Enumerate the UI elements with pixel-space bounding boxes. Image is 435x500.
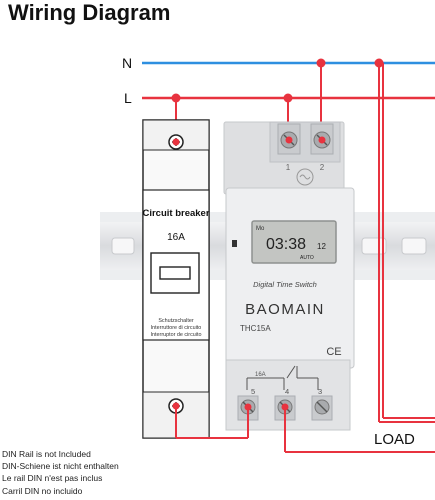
neutral-label: N [122,55,132,71]
lcd-display [251,220,337,264]
relay-schematic [246,365,319,390]
ce-mark: CE [326,346,341,358]
digital-time-switch: 1 2 Mo 03:38 12 AUTO Digital Time Switch… [223,121,355,431]
neutral-line [142,61,435,422]
timer-model: THC15A [240,324,271,333]
terminal-5-label: 5 [251,387,255,396]
note-es: Carril DIN no incluido [2,485,83,496]
breaker-switch [150,252,200,294]
brand-logo: BAOMAIN [245,301,325,318]
live-label: L [124,90,132,106]
breaker-label-es: Interruptor de circuito [151,332,202,338]
terminal-4-label: 4 [285,387,289,396]
breaker-label-it: Interruttore di circuito [151,325,202,331]
terminal-3-label: 3 [318,387,322,396]
breaker-heading: Circuit breaker [142,208,209,219]
terminal-2-label: 2 [320,163,325,172]
set-button[interactable] [232,240,237,247]
rail-notes: DIN Rail is not Included DIN-Schiene ist… [2,448,119,497]
breaker-label-de: Schutzschalter [158,318,194,324]
circuit-breaker: Circuit breaker 16A Schutzschalter Inter… [142,119,210,439]
note-de: DIN-Schiene ist nicht enthalten [2,461,119,472]
lcd-seconds: 12 [317,242,326,251]
breaker-rating: 16A [167,232,185,243]
note-en: DIN Rail is not Included [2,449,91,459]
load-wiring [175,406,435,453]
note-fr: Le rail DIN n'est pas inclus [2,473,103,484]
relay-rating: 16A [255,372,266,378]
lcd-day: Mo [256,226,265,232]
terminal-1-label: 1 [286,163,291,172]
load-label: LOAD [374,431,415,448]
lcd-mode: AUTO [300,255,314,261]
ac-source-icon [296,168,314,186]
junction-dots [171,58,384,411]
timer-caption: Digital Time Switch [253,280,317,289]
lcd-time: 03:38 [266,236,306,253]
page-title: Wiring Diagram [8,0,171,25]
